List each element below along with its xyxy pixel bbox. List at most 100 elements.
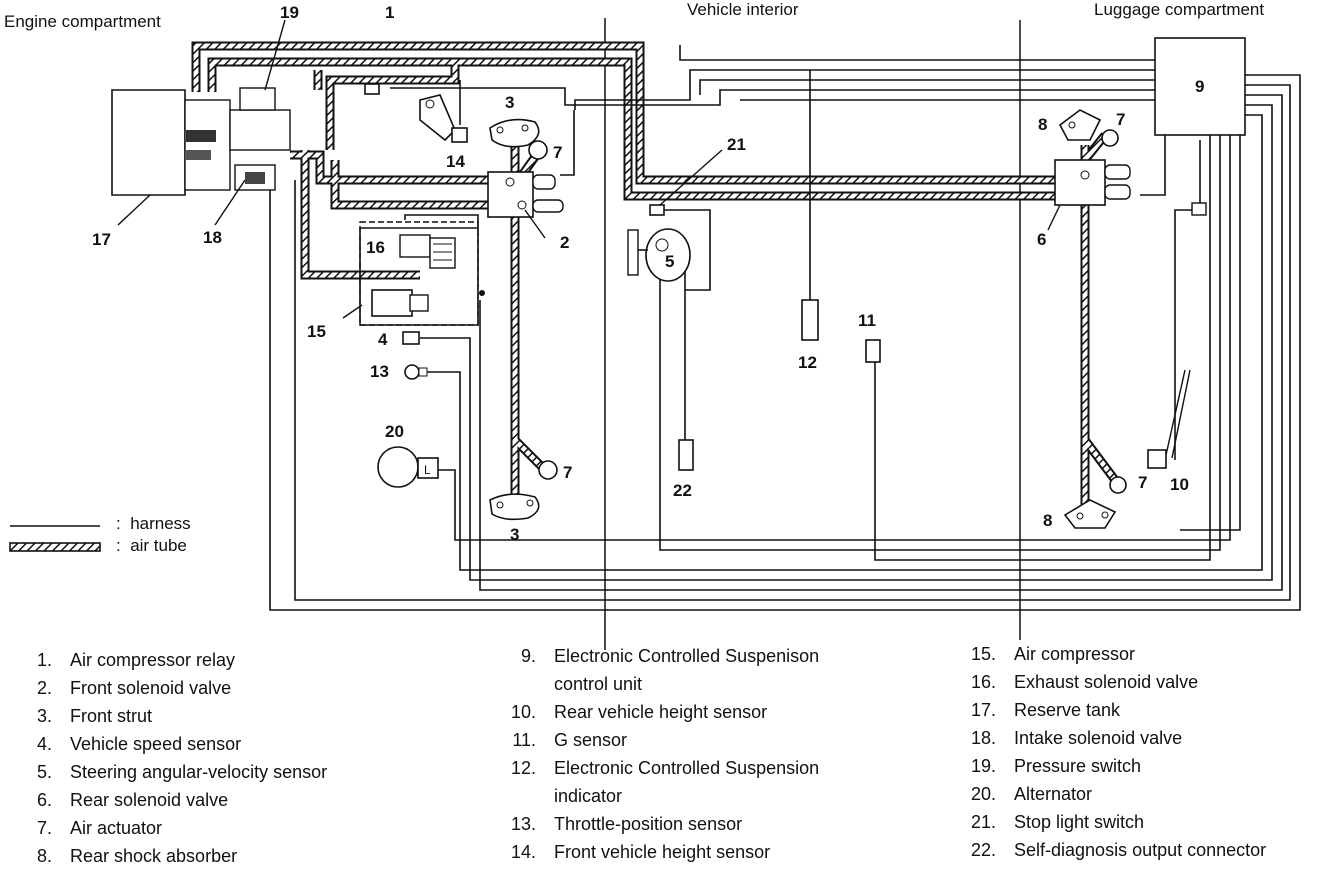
- parts-list-number: 21.: [970, 812, 996, 832]
- parts-list-item: 3.Front strut: [0, 702, 327, 730]
- zone-luggage-label: Luggage compartment: [1094, 0, 1265, 19]
- parts-list-number: 11.: [512, 730, 536, 750]
- front-strut-top: [489, 118, 540, 148]
- parts-list-item: 8.Rear shock absorber: [0, 842, 327, 870]
- callout-20: 20: [385, 422, 404, 441]
- parts-list-label-continuation: indicator: [554, 786, 623, 806]
- parts-list-label-line: Air compressor: [1014, 644, 1136, 664]
- parts-list-label-line: Front solenoid valve: [70, 678, 232, 698]
- parts-list-item: 4. Vehicle speed sensor: [0, 730, 327, 758]
- parts-list-label: Electronic Controlled Suspension indicato…: [554, 754, 819, 810]
- callout-16: 16: [366, 238, 385, 257]
- callout-12: 12: [798, 353, 817, 372]
- g-sensor: [865, 339, 881, 363]
- parts-list-label: Front strut: [70, 702, 152, 730]
- parts-list-label-line: Front vehicle height sensor: [554, 842, 771, 862]
- parts-list-item: 11. G sensor: [480, 726, 819, 754]
- parts-list-label-line: Electronic Controlled Suspension: [554, 758, 820, 778]
- suspension-indicator: [801, 299, 819, 341]
- rear-height-sensor: [1147, 202, 1207, 469]
- parts-list-label: G sensor: [554, 726, 627, 754]
- parts-list-label-line: Self-diagnosis output connector: [1014, 840, 1267, 860]
- callout-14: 14: [446, 152, 465, 171]
- parts-list-number: 10.: [510, 702, 536, 722]
- parts-list-label: Self-diagnosis output connector: [1014, 836, 1266, 864]
- callout-7d: 7: [1138, 473, 1147, 492]
- reserve-tank: [111, 87, 291, 196]
- rear-solenoid-valve: [1054, 159, 1131, 206]
- parts-list-item: 17.Reserve tank: [950, 696, 1266, 724]
- parts-list-item: 15.Air compressor: [950, 640, 1266, 668]
- parts-list-number: 18.: [970, 728, 996, 748]
- parts-list-item: 16. Exhaust solenoid valve: [950, 668, 1266, 696]
- parts-list-number: 19.: [970, 756, 996, 776]
- vehicle-speed-sensor: [402, 331, 420, 345]
- parts-list-label: Air actuator: [70, 814, 162, 842]
- air-tube-swatch: [9, 542, 101, 552]
- parts-list-number: 16.: [970, 672, 996, 692]
- parts-list-number: 14.: [510, 842, 536, 862]
- parts-list-number: 12.: [510, 758, 536, 778]
- parts-list-item: 10. Rear vehicle height sensor: [480, 698, 819, 726]
- callout-10: 10: [1170, 475, 1189, 494]
- parts-list-number: 13.: [510, 814, 536, 834]
- legend-harness-label: harness: [130, 514, 191, 533]
- callouts: 1 19 3 7 14 21 2 16 5 17 18 15 4 13 12 1…: [92, 3, 1204, 544]
- parts-list-label-line: Rear shock absorber: [70, 846, 238, 866]
- front-height-sensor: [419, 94, 468, 143]
- front-strut-bottom: [489, 493, 540, 521]
- parts-list-item: 20.Alternator: [950, 780, 1266, 808]
- parts-list-number: 20.: [970, 784, 996, 804]
- parts-list-item: 21. Stop light switch: [950, 808, 1266, 836]
- callout-18: 18: [203, 228, 222, 247]
- self-diagnosis-connector: [678, 439, 694, 471]
- zone-engine-label: Engine compartment: [4, 12, 161, 31]
- callout-11: 11: [858, 311, 876, 330]
- parts-list-label-line: Reserve tank: [1014, 700, 1121, 720]
- parts-list-item: 5.Steering angular-velocity sensor: [0, 758, 327, 786]
- callout-4: 4: [378, 330, 388, 349]
- parts-list-label: Rear vehicle height sensor: [554, 698, 767, 726]
- parts-list-label: Rear solenoid valve: [70, 786, 228, 814]
- parts-list-number: 6.: [36, 790, 52, 810]
- parts-list-item: 2.Front solenoid valve: [0, 674, 327, 702]
- control-unit: [1154, 37, 1246, 136]
- parts-list-label: Air compressor: [1014, 640, 1135, 668]
- parts-list-label-line: Rear solenoid valve: [70, 790, 229, 810]
- air-compressor: [359, 221, 485, 326]
- parts-list-number: 1.: [36, 650, 52, 670]
- parts-list-number: 7.: [36, 818, 52, 838]
- legend-air-tube-label: air tube: [130, 536, 187, 555]
- callout-2: 2: [560, 233, 569, 252]
- parts-list-number: 4.: [36, 734, 52, 754]
- zone-dividers: [604, 18, 1021, 650]
- parts-list-label: Front vehicle height sensor: [554, 838, 770, 866]
- rear-air-actuator-bottom: [1109, 476, 1127, 494]
- leader-lines: [117, 19, 1061, 319]
- legend-harness: : harness: [116, 514, 191, 534]
- parts-list-label: Vehicle speed sensor: [70, 730, 241, 758]
- rear-air-actuator-top: [1101, 129, 1119, 147]
- callout-22: 22: [673, 481, 692, 500]
- alternator: [377, 446, 439, 488]
- callout-3: 3: [505, 93, 514, 112]
- callout-9: 9: [1195, 77, 1204, 96]
- legend-harness-separator: :: [116, 514, 121, 533]
- rear-shock-top: [1058, 109, 1102, 141]
- parts-list-label: Exhaust solenoid valve: [1014, 668, 1198, 696]
- parts-list-label: Pressure switch: [1014, 752, 1141, 780]
- parts-list-label-line: Front strut: [70, 706, 153, 726]
- parts-list-number: 22.: [970, 840, 996, 860]
- rear-shock-bottom: [1063, 499, 1117, 529]
- parts-list-label: Stop light switch: [1014, 808, 1144, 836]
- callout-1: 1: [385, 3, 394, 22]
- callout-15: 15: [307, 322, 326, 341]
- parts-list-label-line: Electronic Controlled Suspenison: [554, 646, 820, 666]
- air-compressor-relay: [364, 83, 380, 95]
- parts-list-item: 22. Self-diagnosis output connector: [950, 836, 1266, 864]
- callout-8b: 8: [1043, 511, 1052, 530]
- callout-8: 8: [1038, 115, 1047, 134]
- legend-air-tube: : air tube: [116, 536, 187, 556]
